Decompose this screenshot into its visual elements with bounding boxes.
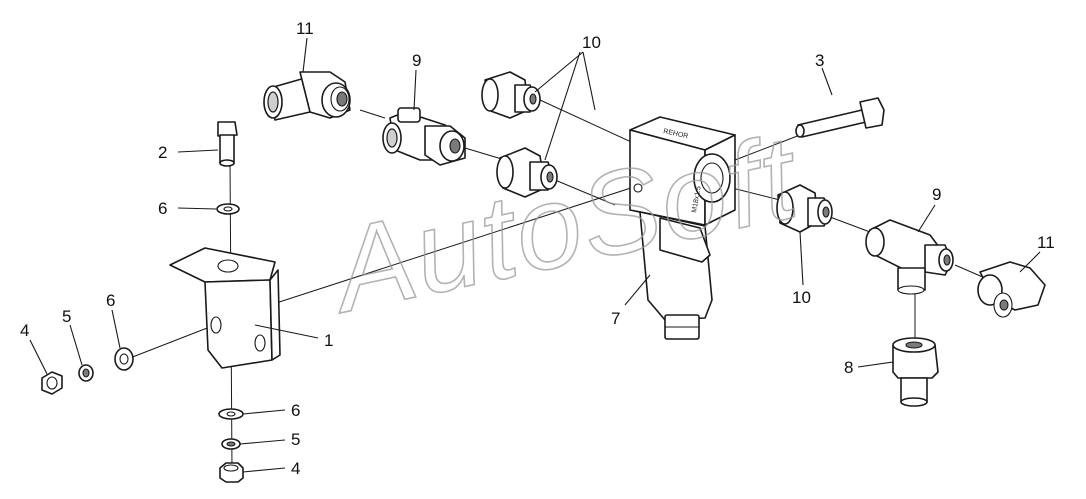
callout-6-mid: 6 [158,199,167,218]
tee-fitting-top [382,107,466,166]
adapter-top-lower [496,147,558,198]
callout-labels: 11 9 10 3 2 6 4 5 6 1 6 5 4 7 10 9 11 8 [20,19,1055,478]
callout-6-left: 6 [106,291,115,310]
union-fitting [892,337,939,407]
bottom-hardware [218,408,244,483]
elbow-fitting-right [977,261,1046,318]
washer-upper-hole [223,206,233,212]
mounting-bracket [169,247,281,369]
adapter-top-upper [481,71,541,119]
callout-2: 2 [158,143,167,162]
callout-4-bottom: 4 [291,459,300,478]
vertical-bolt [217,121,238,167]
callout-5-bottom: 5 [291,430,300,449]
tee-fitting-right [865,219,954,295]
callout-4-left: 4 [20,321,29,340]
valve-body-thread-mark: M18x1.5 [691,186,703,214]
callout-11-right: 11 [1037,233,1055,252]
long-bolt [795,97,885,138]
elbow-fitting-top [263,71,351,121]
callout-3: 3 [815,51,824,70]
callout-1: 1 [324,331,333,350]
callout-8: 8 [844,358,853,377]
left-hardware [41,347,134,395]
callout-10-right: 10 [792,288,811,307]
callout-10-top: 10 [582,33,601,52]
adapter-right [776,184,833,233]
callout-9-right: 9 [932,185,941,204]
callout-11-top: 11 [296,19,314,38]
callout-6-bottom: 6 [291,401,300,420]
callout-5-left: 5 [62,307,71,326]
callout-7: 7 [611,309,620,328]
leader-lines [29,37,1041,473]
valve-body: REHOR M18x1.5 [629,116,736,340]
callout-9-top: 9 [412,51,421,70]
